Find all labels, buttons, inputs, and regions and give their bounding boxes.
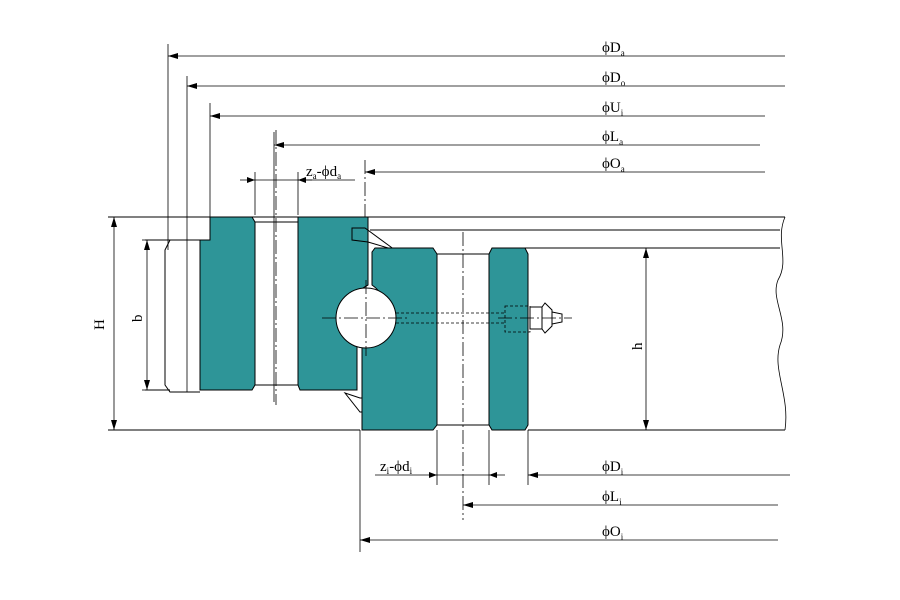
label-Oa: ϕOa (602, 156, 625, 174)
label-Li: ϕLi (602, 489, 622, 507)
outer-bolt-hole (255, 130, 298, 405)
height-dimensions (108, 216, 649, 431)
label-H: H (92, 319, 108, 330)
top-dimension-lines (167, 44, 785, 402)
label-Di: ϕDi (602, 459, 624, 477)
bottom-dimension-lines (359, 430, 790, 552)
inner-bolt-hole (437, 232, 489, 520)
grease-nipple (396, 302, 572, 334)
label-outer-bolt: za-ϕda (306, 164, 341, 181)
label-h: h (630, 342, 646, 350)
label-b: b (130, 315, 146, 323)
inner-ring-section-right (488, 247, 529, 431)
label-Ui: ϕUi (602, 100, 624, 118)
label-Da: ϕDa (602, 40, 625, 58)
ball-raceway (322, 280, 410, 356)
label-inner-bolt: zi-ϕdi (380, 459, 413, 476)
label-Oi: ϕOi (602, 524, 624, 542)
label-Do: ϕDo (602, 70, 626, 88)
label-La: ϕLa (602, 129, 623, 147)
outer-ring (199, 216, 369, 391)
outer-ring-section-left (199, 216, 256, 391)
